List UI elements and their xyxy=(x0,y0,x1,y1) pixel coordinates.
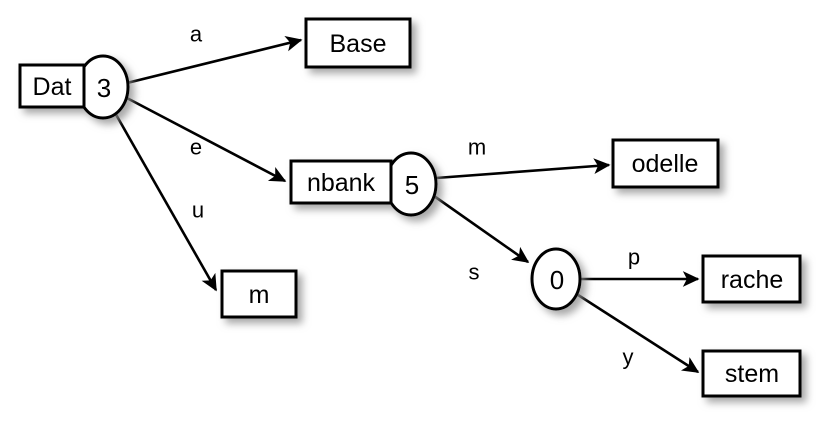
node-zero-ellipse xyxy=(530,247,582,311)
edge-line-y xyxy=(574,291,700,374)
node-stem[interactable]: stem xyxy=(701,349,802,398)
node-odelle-label: odelle xyxy=(632,150,699,178)
edge-nbank-zero[interactable]: s xyxy=(433,194,530,285)
edge-layer: Base --> a nbank --> e m --> u odelle --… xyxy=(112,22,700,374)
edge-line-a xyxy=(126,35,303,85)
node-odelle-rect xyxy=(611,138,720,189)
edge-zero-stem[interactable]: y xyxy=(574,291,700,374)
node-rache-label: rache xyxy=(721,266,784,294)
node-rache[interactable]: rache xyxy=(701,254,802,304)
edge-label-p: p xyxy=(628,245,640,270)
node-nbank[interactable]: nbank 5 xyxy=(289,151,438,217)
edge-n3-base[interactable]: a xyxy=(126,22,303,85)
node-dat-label: Dat xyxy=(33,73,72,101)
edge-label-s: s xyxy=(469,260,480,285)
node-m-label: m xyxy=(249,281,270,309)
edge-label-m: m xyxy=(468,135,486,160)
node-zero-badge-label: 0 xyxy=(550,265,564,295)
node-base-label: Base xyxy=(330,30,387,58)
node-nbank-label: nbank xyxy=(307,169,376,197)
edge-line-m xyxy=(435,158,611,180)
edge-n3-m[interactable]: u xyxy=(112,110,218,292)
node-dat-badge-label: 3 xyxy=(97,73,111,103)
node-nbank-badge-label: 5 xyxy=(405,170,419,200)
node-layer: Dat 3 Base nbank 5 m xyxy=(18,17,802,398)
edge-label-a: a xyxy=(190,22,203,47)
node-base[interactable]: Base xyxy=(304,17,412,69)
node-m-rect xyxy=(220,269,298,319)
node-dat[interactable]: Dat 3 xyxy=(18,54,130,120)
edge-nbank-odelle[interactable]: m xyxy=(435,135,611,180)
node-nbank-rect xyxy=(289,159,393,205)
edge-label-y: y xyxy=(623,345,634,370)
node-stem-label: stem xyxy=(725,360,779,388)
edge-label-u: u xyxy=(192,198,204,223)
node-rache-rect xyxy=(701,254,802,304)
edge-zero-rache[interactable]: p xyxy=(579,245,700,287)
edge-line-e xyxy=(124,95,287,183)
edge-label-e: e xyxy=(190,135,202,160)
node-dat-rect xyxy=(18,63,86,109)
node-zero[interactable]: 0 xyxy=(530,247,582,311)
node-odelle[interactable]: odelle xyxy=(611,138,720,189)
edge-n3-nbank[interactable]: e xyxy=(124,95,287,183)
node-m[interactable]: m xyxy=(220,269,298,319)
node-base-rect xyxy=(304,17,412,69)
edge-line-s xyxy=(433,194,530,264)
edge-line-u xyxy=(112,110,218,292)
node-stem-rect xyxy=(701,349,802,398)
